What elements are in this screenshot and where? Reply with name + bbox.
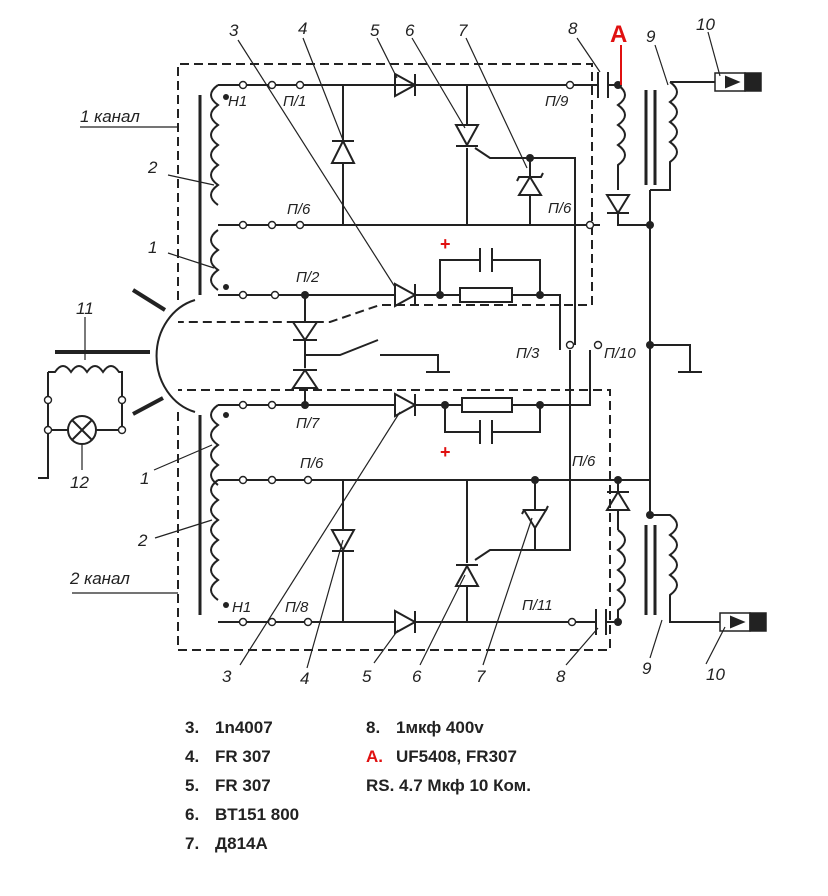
pin-label-p6-c: П/6: [300, 455, 324, 472]
label-2-top: 2: [147, 158, 158, 177]
label-2-bottom: 2: [137, 531, 148, 550]
label-10-top: 10: [696, 15, 715, 34]
ignition-circuit-diagram: 3 4 5 6 7 8 A 9 10 1 канал 2 1 11 1 2 2 …: [38, 15, 767, 688]
diode-center-top: [291, 321, 319, 342]
label-3-top: 3: [229, 21, 239, 40]
label-5-top: 5: [370, 21, 380, 40]
pin-label-p1: П/1: [283, 93, 306, 110]
label-6-bottom: 6: [412, 667, 422, 686]
label-10-bottom: 10: [706, 665, 725, 684]
zener-7-ch2: [522, 509, 548, 530]
polarity-plus-top: +: [440, 234, 451, 254]
pin-label-p2: П/2: [296, 269, 320, 286]
resistor-ch1: [459, 287, 513, 303]
label-7-top: 7: [458, 21, 468, 40]
label-9-top: 9: [646, 27, 656, 46]
label-channel-2: 2 канал: [69, 569, 130, 588]
pin-label-p3: П/3: [516, 345, 540, 362]
legend-item: 6.BT151 800: [185, 805, 300, 824]
legend-item: A.UF5408, FR307: [366, 747, 517, 766]
pin-label-p6-a: П/6: [287, 201, 311, 218]
label-point-A: A: [610, 21, 627, 48]
coil-2: [210, 229, 220, 291]
legend-item: 4.FR 307: [185, 747, 271, 766]
thyristor-6-ch2: [454, 563, 480, 587]
polarity-plus-bottom: +: [440, 442, 451, 462]
diode-4-ch2: [330, 529, 356, 553]
label-4-top: 4: [298, 19, 307, 38]
pin-label-H1-top: H1: [228, 93, 247, 110]
label-11: 11: [76, 299, 94, 318]
diode-3-ch2: [394, 392, 418, 418]
legend-item: RS. 4.7 Мкф 10 Ком.: [366, 776, 531, 795]
pin-label-p7: П/7: [296, 415, 320, 432]
pin-label-p6-d: П/6: [572, 453, 596, 470]
resistor-ch2: [461, 397, 513, 413]
legend-item: 3.1n4007: [185, 718, 273, 737]
legend-item: 5.FR 307: [185, 776, 271, 795]
label-12: 12: [70, 473, 89, 492]
pin-label-p9: П/9: [545, 93, 569, 110]
label-1-bottom: 1: [140, 469, 149, 488]
diode-5-ch2: [394, 609, 418, 635]
diode-A-ch1: [605, 194, 631, 215]
label-channel-1: 1 канал: [80, 107, 140, 126]
pin-label-p8: П/8: [285, 599, 309, 616]
label-8-top: 8: [568, 19, 578, 38]
diode-3-ch1: [394, 282, 418, 308]
coil-2-ch2: [210, 404, 220, 486]
legend-item: 8.1мкф 400v: [366, 718, 484, 737]
legend-right: 8.1мкф 400v A.UF5408, FR307 RS. 4.7 Мкф …: [366, 718, 531, 805]
label-6-top: 6: [405, 21, 415, 40]
rotor-spoke: [132, 396, 164, 416]
zener-7-ch1: [517, 175, 543, 196]
legend-left: 3.1n4007 4.FR 307 5.FR 307 6.BT151 800 7…: [185, 718, 299, 863]
rotor-hub: [155, 299, 196, 413]
rotor-spoke: [131, 288, 167, 312]
pin-label-p10: П/10: [604, 345, 636, 362]
label-8-bottom: 8: [556, 667, 566, 686]
pin-label-p6-b: П/6: [548, 200, 572, 217]
legend-item: 7.Д814А: [185, 834, 268, 853]
label-1-top: 1: [148, 238, 157, 257]
pin-label-p11: П/11: [522, 597, 553, 614]
label-9-bottom: 9: [642, 659, 652, 678]
label-4-bottom: 4: [300, 669, 309, 688]
label-7-bottom: 7: [476, 667, 486, 686]
coil-1: [210, 84, 220, 206]
label-3-bottom: 3: [222, 667, 232, 686]
diode-center-bottom: [291, 368, 319, 389]
label-5-bottom: 5: [362, 667, 372, 686]
thyristor-6-ch1: [454, 124, 480, 148]
channel-1-enclosure: [177, 63, 593, 323]
coil-11: [48, 365, 123, 400]
pin-label-H1-bottom: H1: [232, 599, 251, 616]
diode-5-ch1: [394, 72, 418, 98]
channel-2-enclosure: [177, 389, 611, 651]
diode-4-ch1: [330, 138, 356, 164]
